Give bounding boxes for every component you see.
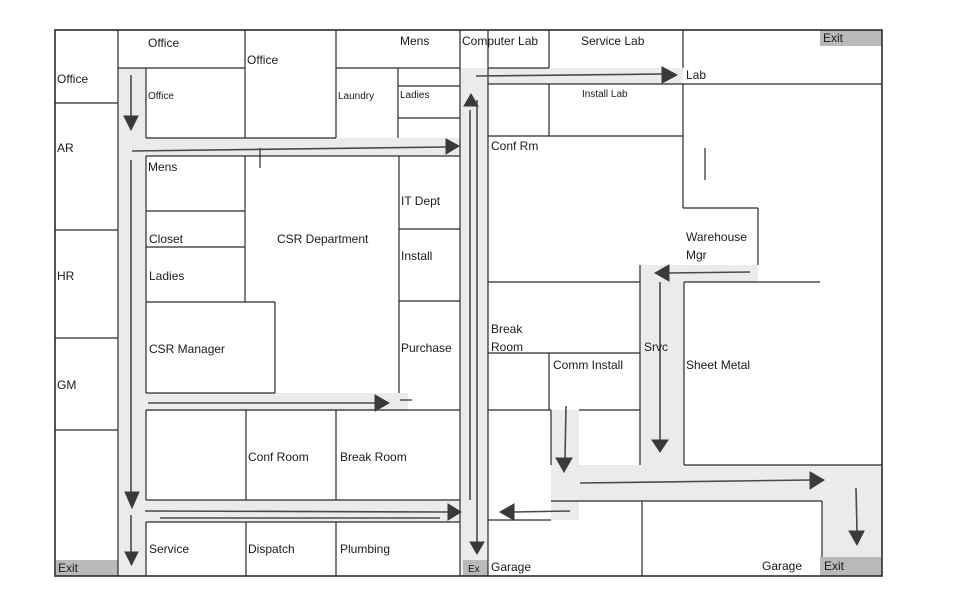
- room-dispatch: Dispatch: [248, 542, 295, 556]
- arrow-up-icon: [463, 93, 479, 107]
- corridor-east-exit: [822, 465, 883, 557]
- arrow-down-icon: [848, 530, 865, 547]
- room-ladies-left: Ladies: [149, 269, 184, 283]
- corridor-shading: [118, 68, 883, 576]
- room-office-top: Office: [148, 36, 179, 50]
- exit-box-top-right: [820, 30, 882, 46]
- arrow-down-icon: [123, 115, 139, 132]
- room-sheet-metal: Sheet Metal: [686, 358, 750, 372]
- route-east-exit: [855, 487, 858, 532]
- room-it-dept: IT Dept: [401, 194, 441, 208]
- room-csr-manager: CSR Manager: [149, 342, 225, 356]
- arrow-down-icon: [124, 551, 139, 567]
- room-srvc: Srvc: [644, 340, 668, 354]
- exit-bottom-right: Exit: [824, 559, 845, 573]
- room-comm-install: Comm Install: [553, 358, 623, 372]
- room-ar: AR: [57, 141, 74, 155]
- arrow-down-icon: [555, 457, 573, 474]
- arrow-left-icon: [498, 503, 515, 521]
- room-service-lab: Service Lab: [581, 34, 645, 48]
- room-conf-rm: Conf Rm: [491, 139, 538, 153]
- room-csr-department: CSR Department: [277, 232, 369, 246]
- room-mens-top: Mens: [400, 34, 429, 48]
- room-closet: Closet: [149, 232, 184, 246]
- exit-box-bottom-right: [820, 557, 882, 576]
- corridor-north-hall: [118, 138, 463, 156]
- room-computer-lab: Computer Lab: [462, 34, 538, 48]
- exit-boxes: [56, 30, 882, 576]
- evacuation-routes: [123, 66, 865, 567]
- arrow-down-icon: [651, 439, 669, 453]
- room-install: Install: [401, 249, 432, 263]
- route-comm-install: [564, 405, 567, 459]
- room-plumbing: Plumbing: [340, 542, 390, 556]
- room-office-tall: Office: [247, 53, 278, 67]
- route-garage-hall: [579, 479, 811, 484]
- exit-box-bottom-center: [463, 560, 488, 576]
- route-lab-hall: [475, 73, 663, 77]
- route-south-hall: [144, 510, 449, 513]
- route-comm-to-central: [513, 510, 571, 513]
- exit-box-bottom-left: [56, 560, 118, 576]
- arrow-right-icon: [447, 503, 462, 521]
- room-break-room-right-line2: Room: [491, 340, 523, 354]
- room-break-room: Break Room: [340, 450, 407, 464]
- corridor-warehouse: [684, 265, 758, 282]
- room-laundry: Laundry: [338, 91, 374, 102]
- room-hr: HR: [57, 269, 75, 283]
- corridor-middle-hall: [146, 393, 408, 411]
- walls: [54, 29, 883, 577]
- arrow-left-icon: [653, 264, 670, 282]
- room-labels: Office Office Office Office Mens Compute…: [57, 34, 802, 574]
- room-warehouse-mgr-line2: Mgr: [686, 248, 707, 262]
- arrow-down-icon: [124, 491, 140, 510]
- corridor-srvc: [640, 265, 684, 465]
- room-garage-right: Garage: [762, 559, 802, 573]
- exit-bottom-center: Ex: [468, 564, 480, 575]
- room-warehouse-mgr-line1: Warehouse: [686, 230, 747, 244]
- arrow-right-icon: [445, 138, 461, 155]
- room-ladies-top: Ladies: [400, 90, 429, 101]
- building-outline: [54, 29, 883, 577]
- exit-top-right: Exit: [823, 31, 844, 45]
- room-purchase: Purchase: [401, 341, 452, 355]
- corridor-lab-hall: [488, 68, 683, 84]
- room-break-room-right-line1: Break: [491, 322, 523, 336]
- exit-bottom-left: Exit: [58, 561, 79, 575]
- exit-labels: Exit Exit Ex Exit: [58, 31, 845, 575]
- route-warehouse: [667, 271, 751, 274]
- room-office-left: Office: [57, 72, 88, 86]
- room-mens-left: Mens: [148, 160, 177, 174]
- room-gm: GM: [57, 378, 76, 392]
- room-garage-center: Garage: [491, 560, 531, 574]
- route-north-hall: [131, 146, 447, 152]
- arrow-right-icon: [809, 471, 825, 490]
- room-office-small: Office: [148, 91, 174, 102]
- arrow-down-icon: [469, 541, 485, 555]
- room-conf-room: Conf Room: [248, 450, 309, 464]
- arrow-right-icon: [661, 66, 679, 84]
- corridor-central: [460, 68, 488, 576]
- arrow-right-icon: [374, 394, 391, 412]
- room-install-lab: Install Lab: [582, 89, 628, 100]
- room-lab: Lab: [686, 68, 706, 82]
- room-service: Service: [149, 542, 189, 556]
